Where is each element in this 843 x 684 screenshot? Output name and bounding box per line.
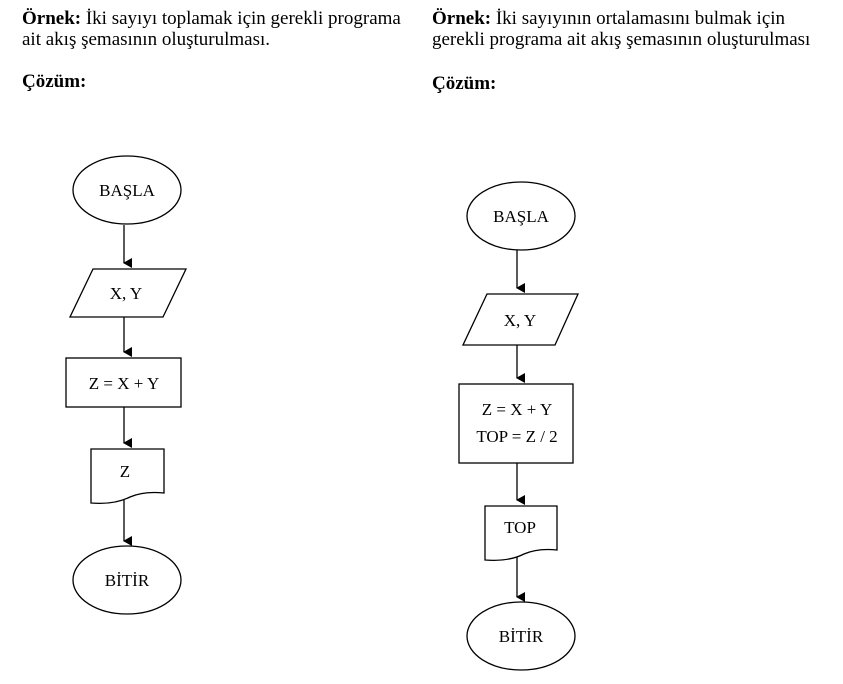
left-end-terminal — [72, 545, 182, 615]
right-flowchart — [458, 181, 580, 671]
left-start-terminal — [72, 155, 182, 225]
left-end-label: BİTİR — [105, 571, 150, 590]
right-example-body: İki sayıyının ortalamasını bulmak için g… — [432, 8, 811, 50]
right-input-label: X, Y — [504, 311, 536, 330]
right-process-box — [458, 383, 574, 464]
right-example: Örnek: İki sayıyının ortalamasını bulmak… — [432, 8, 832, 95]
left-example: Örnek: İki sayıyı toplamak için gerekli … — [22, 8, 412, 93]
left-solution-heading: Çözüm: — [22, 71, 87, 92]
right-output-document — [484, 505, 558, 562]
right-output-label: TOP — [504, 518, 536, 537]
left-input-parallelogram — [68, 268, 188, 318]
right-start-label: BAŞLA — [493, 207, 549, 226]
left-input-label: X, Y — [110, 284, 142, 303]
right-start-terminal — [466, 181, 576, 251]
left-process-box — [65, 357, 182, 408]
left-flowchart — [65, 155, 188, 615]
right-end-terminal — [466, 601, 576, 671]
left-flowchart-labels: BAŞLA X, Y Z = X + Y Z BİTİR — [89, 181, 159, 590]
left-example-body: İki sayıyı toplamak için gerekli program… — [22, 8, 401, 50]
right-example-label: Örnek: — [432, 8, 492, 29]
left-example-text: Örnek: İki sayıyı toplamak için gerekli … — [22, 8, 412, 50]
right-end-label: BİTİR — [499, 627, 544, 646]
right-process-line1: Z = X + Y — [482, 400, 552, 419]
right-solution-heading: Çözüm: — [432, 73, 497, 94]
right-flowchart-labels: BAŞLA X, Y Z = X + Y TOP = Z / 2 TOP BİT… — [476, 207, 557, 646]
right-process-line2: TOP = Z / 2 — [476, 427, 557, 446]
left-example-label: Örnek: — [22, 8, 82, 29]
left-output-document — [90, 448, 165, 505]
left-process-label: Z = X + Y — [89, 374, 159, 393]
right-example-text: Örnek: İki sayıyının ortalamasını bulmak… — [432, 8, 832, 50]
left-output-label: Z — [120, 462, 130, 481]
right-input-parallelogram — [461, 293, 580, 346]
left-start-label: BAŞLA — [99, 181, 155, 200]
